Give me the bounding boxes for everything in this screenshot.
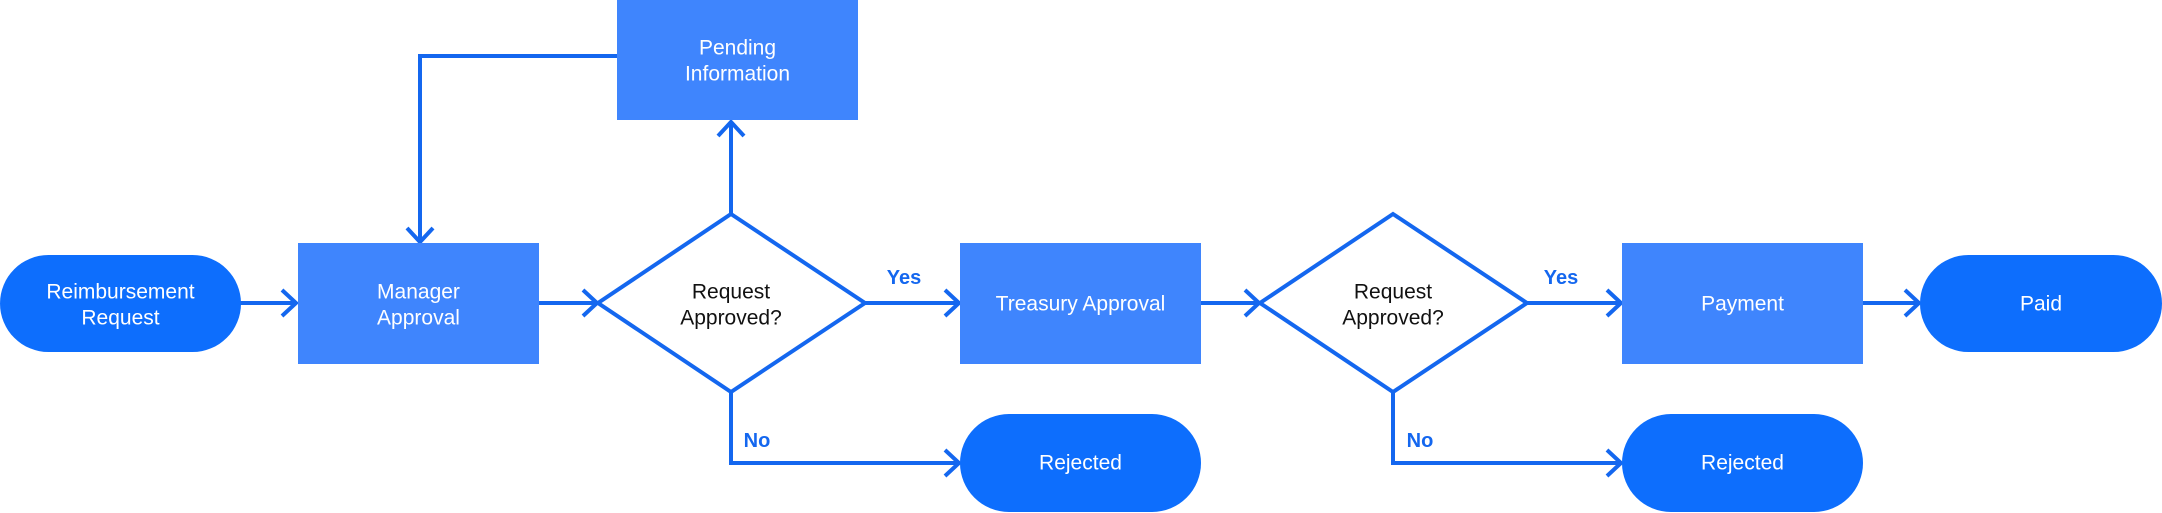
edge-label-yes-2: Yes [1544,267,1578,289]
node-label-line2: Approved? [680,307,782,330]
arrowhead-rejected-2 [1605,448,1624,478]
node-label-line1: Manager [377,281,460,304]
node-label-line1: Reimbursement [46,281,194,304]
arrowhead-treasury [943,288,962,318]
node-pending-information: Pending Information [617,0,858,120]
node-rejected-2: Rejected [1622,414,1863,512]
node-decision-2: Request Approved? [1256,211,1531,395]
node-label: Payment [1701,293,1784,316]
arrowhead-payment [1605,288,1624,318]
node-treasury-approval: Treasury Approval [960,243,1201,364]
node-label-line1: Pending [699,37,776,60]
node-payment: Payment [1622,243,1863,364]
node-label-line2: Approved? [1342,307,1444,330]
node-label-line1: Request [692,281,770,304]
node-label: Treasury Approval [996,293,1166,316]
node-manager-approval: Manager Approval [298,243,539,364]
node-rejected-1: Rejected [960,414,1201,512]
arrowhead-manager-top [405,226,435,245]
node-label: Paid [2020,293,2062,316]
arrowhead-manager [280,288,299,318]
edge-label-no-2: No [1407,430,1434,452]
node-label-line2: Approval [377,307,460,330]
arrowhead-paid [1903,288,1922,318]
edge-decision-2-no [1391,392,1621,465]
edge-decision-1-no [729,392,959,465]
node-label: Rejected [1039,452,1122,475]
node-paid: Paid [1920,255,2162,352]
node-label-line1: Request [1354,281,1432,304]
node-label-line2: Request [81,307,159,330]
edge-pending-to-manager [418,54,617,242]
arrowhead-rejected-1 [943,448,962,478]
node-decision-1: Request Approved? [594,211,869,395]
node-reimbursement-request: Reimbursement Request [0,255,241,352]
arrowhead-pending [716,119,746,138]
edge-label-no-1: No [744,430,771,452]
node-label-line2: Information [685,63,790,86]
edge-label-yes-1: Yes [887,267,921,289]
node-label: Rejected [1701,452,1784,475]
